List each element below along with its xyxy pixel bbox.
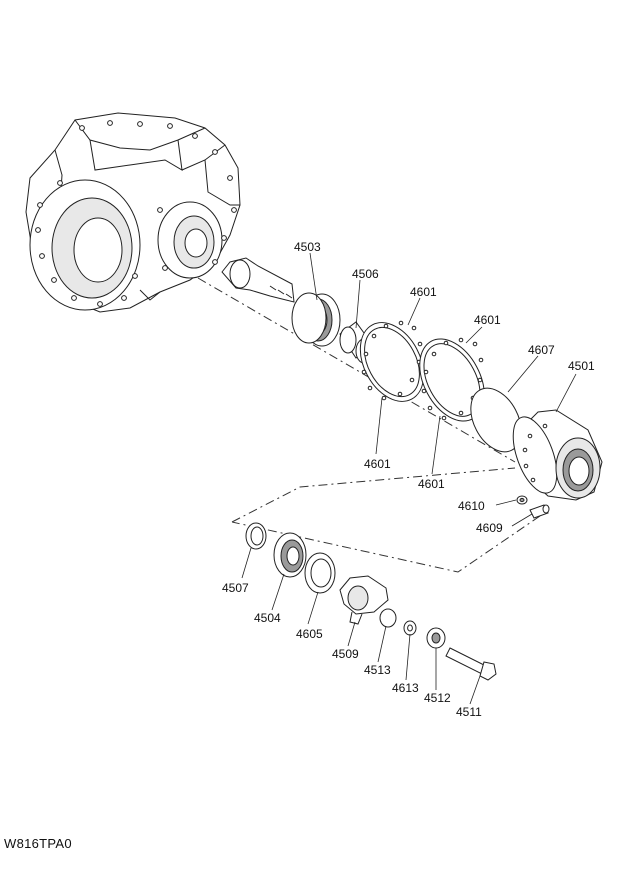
axle-housing	[25, 112, 241, 313]
retainer-nut	[426, 627, 446, 649]
part-label-4601: 4601	[410, 285, 437, 299]
hub-bolt	[529, 504, 550, 519]
part-label-4601: 4601	[474, 313, 501, 327]
part-label-4513: 4513	[364, 663, 391, 677]
part-label-4511: 4511	[456, 705, 482, 719]
part-label-4607: 4607	[528, 343, 555, 357]
lock-washer	[403, 620, 417, 636]
cover-plate	[379, 608, 397, 628]
shim-ring-left	[359, 320, 425, 402]
retaining-bolt	[445, 647, 497, 681]
part-label-4605: 4605	[296, 627, 323, 641]
part-label-4601: 4601	[364, 457, 391, 471]
axle-shaft	[221, 257, 295, 303]
part-label-4506: 4506	[352, 267, 379, 281]
drawing-code: W816TPA0	[4, 836, 72, 851]
shaft-bearing	[291, 292, 341, 347]
wheel-hub	[512, 409, 603, 501]
part-label-4507: 4507	[222, 581, 249, 595]
oil-seal	[304, 552, 336, 594]
part-label-4601: 4601	[418, 477, 445, 491]
axis-line-upper	[197, 277, 516, 463]
part-label-4503: 4503	[294, 240, 321, 254]
part-label-4504: 4504	[254, 611, 281, 625]
group-boundary-line	[231, 467, 541, 573]
part-labels: 4503 4506 4601 4601 4601 4601 4607 4501 …	[222, 240, 595, 719]
part-label-4610: 4610	[458, 499, 485, 513]
o-ring	[470, 387, 522, 453]
part-label-4501: 4501	[568, 359, 595, 373]
roller-bearing	[273, 532, 307, 578]
leader-lines	[241, 252, 577, 705]
part-label-4609: 4609	[476, 521, 503, 535]
cap-housing	[339, 575, 389, 625]
shim-ring-right	[419, 337, 485, 422]
part-label-4613: 4613	[392, 681, 419, 695]
snap-ring	[245, 522, 267, 550]
part-label-4509: 4509	[332, 647, 359, 661]
part-label-4512: 4512	[424, 691, 451, 705]
hub-washer	[516, 495, 528, 505]
